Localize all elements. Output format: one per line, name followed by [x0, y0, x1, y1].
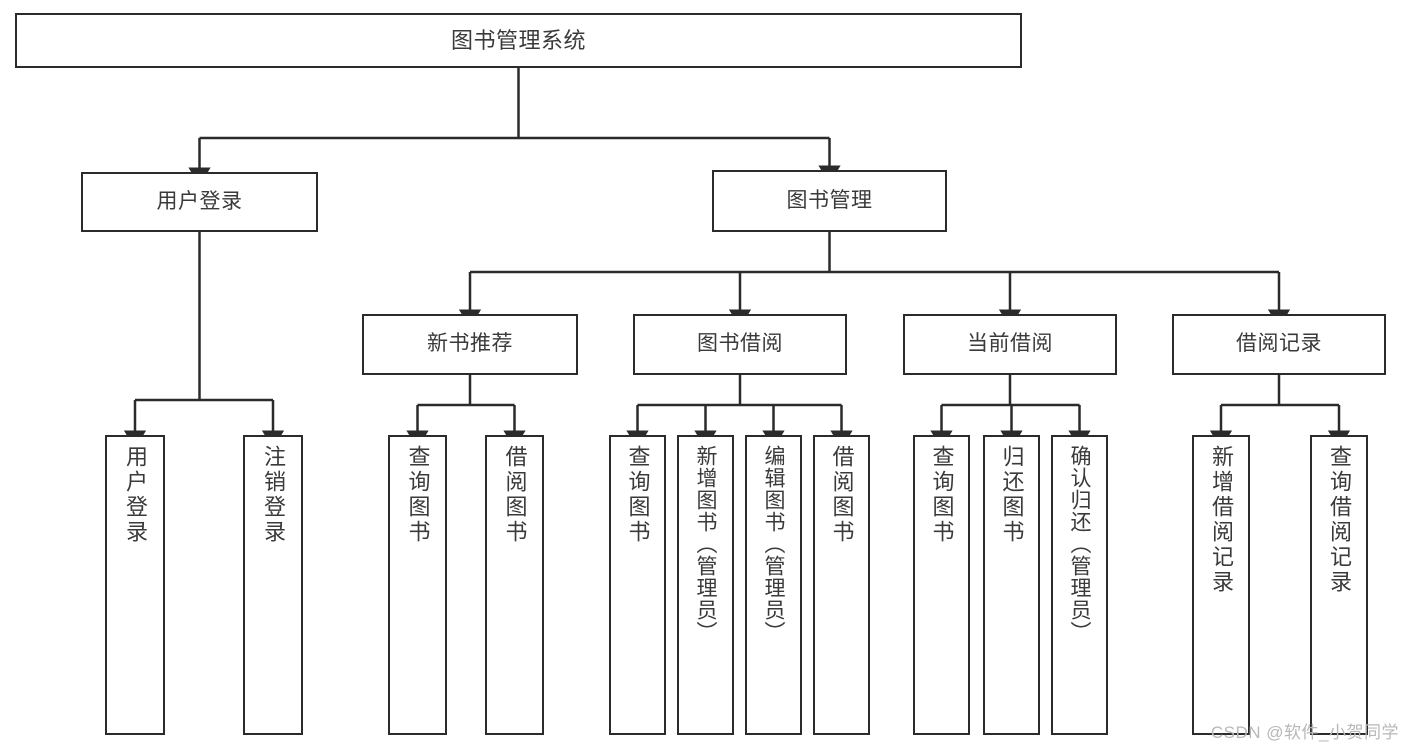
leaf-record-query-borrow-record-label: 查询借阅记录 — [1327, 445, 1352, 595]
node-borrow-record-label: 借阅记录 — [1236, 332, 1322, 356]
leaf-current-return-books-label: 归还图书 — [999, 445, 1025, 545]
node-user-login[interactable]: 用户登录 — [81, 172, 318, 232]
node-current-borrow-label: 当前借阅 — [967, 332, 1053, 356]
leaf-newbook-borrow-books-label: 借阅图书 — [502, 445, 528, 545]
leaf-current-query-books-label: 查询图书 — [929, 445, 955, 545]
node-book-borrow-label: 图书借阅 — [697, 332, 783, 356]
leaf-borrow-add-book-admin[interactable]: 新增图书（管理员） — [677, 435, 734, 735]
leaf-newbook-query-books[interactable]: 查询图书 — [388, 435, 447, 735]
leaf-user-login[interactable]: 用户登录 — [105, 435, 165, 735]
leaf-borrow-borrow-books-label: 借阅图书 — [829, 445, 855, 545]
node-current-borrow[interactable]: 当前借阅 — [903, 314, 1117, 375]
watermark: CSDN @软件_小贺同学 — [1210, 723, 1399, 742]
leaf-current-query-books[interactable]: 查询图书 — [913, 435, 970, 735]
leaf-current-return-books[interactable]: 归还图书 — [983, 435, 1040, 735]
node-book-management[interactable]: 图书管理 — [712, 170, 947, 232]
leaf-record-query-borrow-record[interactable]: 查询借阅记录 — [1310, 435, 1368, 735]
leaf-newbook-borrow-books[interactable]: 借阅图书 — [485, 435, 544, 735]
leaf-borrow-edit-book-admin-label: 编辑图书（管理员） — [762, 445, 785, 643]
leaf-borrow-query-books-label: 查询图书 — [625, 445, 651, 545]
leaf-record-add-borrow-record[interactable]: 新增借阅记录 — [1192, 435, 1250, 735]
leaf-user-login-label: 用户登录 — [123, 445, 148, 545]
node-root-label: 图书管理系统 — [450, 27, 586, 53]
node-new-book-recommend-label: 新书推荐 — [427, 332, 513, 356]
leaf-borrow-query-books[interactable]: 查询图书 — [609, 435, 666, 735]
leaf-current-confirm-return-admin-label: 确认归还（管理员） — [1068, 445, 1091, 643]
node-book-borrow[interactable]: 图书借阅 — [633, 314, 847, 375]
leaf-newbook-query-books-label: 查询图书 — [405, 445, 431, 545]
leaf-logout-login-label: 注销登录 — [261, 445, 286, 545]
node-book-management-label: 图书管理 — [786, 188, 873, 212]
leaf-logout-login[interactable]: 注销登录 — [243, 435, 303, 735]
node-root[interactable]: 图书管理系统 — [15, 13, 1022, 68]
leaf-borrow-edit-book-admin[interactable]: 编辑图书（管理员） — [745, 435, 802, 735]
node-borrow-record[interactable]: 借阅记录 — [1172, 314, 1386, 375]
leaf-record-add-borrow-record-label: 新增借阅记录 — [1209, 445, 1234, 595]
leaf-borrow-borrow-books[interactable]: 借阅图书 — [813, 435, 870, 735]
node-new-book-recommend[interactable]: 新书推荐 — [362, 314, 578, 375]
leaf-borrow-add-book-admin-label: 新增图书（管理员） — [694, 445, 717, 643]
node-user-login-label: 用户登录 — [156, 189, 243, 213]
leaf-current-confirm-return-admin[interactable]: 确认归还（管理员） — [1051, 435, 1108, 735]
